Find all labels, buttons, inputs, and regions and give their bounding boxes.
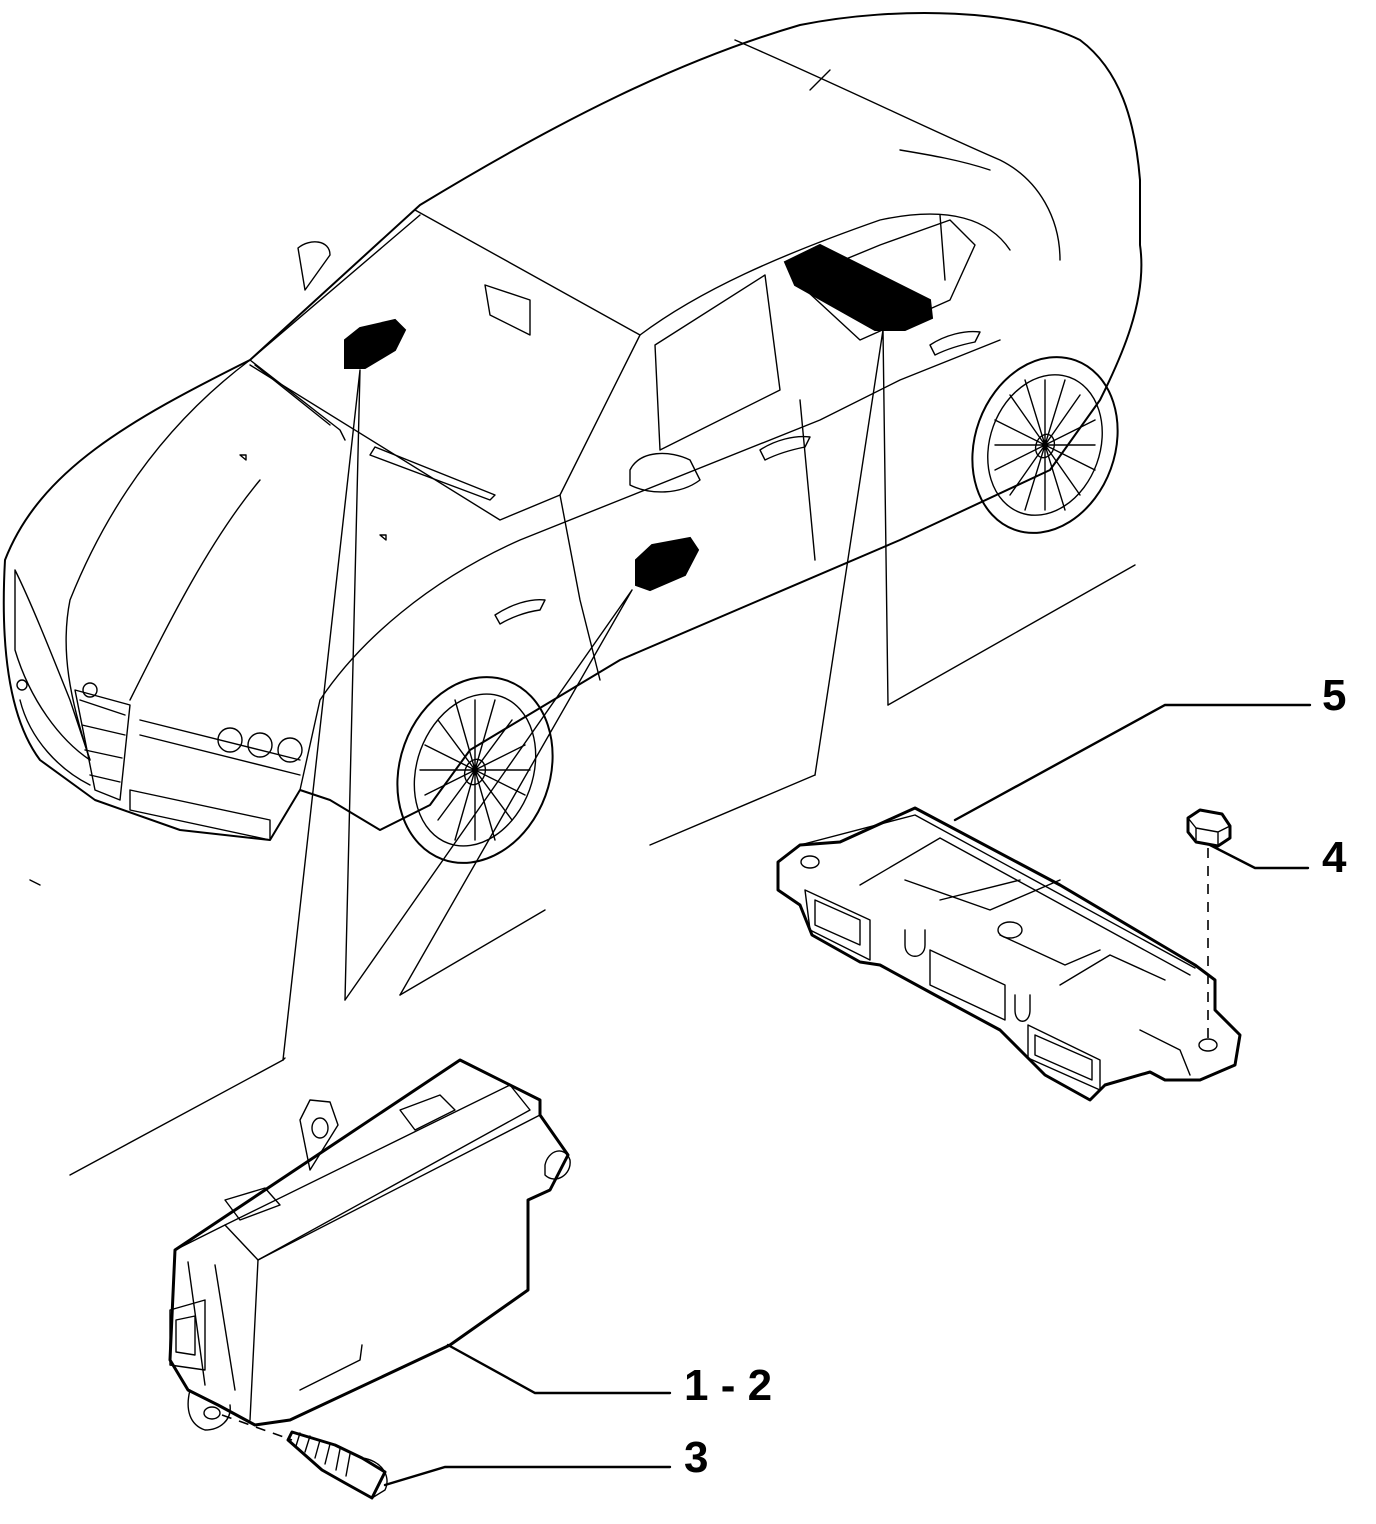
location-marker-roof — [783, 243, 934, 331]
callout-5: 5 — [1322, 671, 1346, 720]
front-wheel-illustration — [396, 676, 554, 864]
location-marker-door — [635, 536, 700, 592]
callout-1-2: 1 - 2 — [684, 1361, 772, 1410]
control-module-1-2 — [168, 1058, 571, 1431]
leader-lines — [383, 703, 1312, 1487]
location-marker-windshield — [344, 318, 407, 369]
screw-3 — [221, 1414, 388, 1500]
control-module-5 — [776, 806, 1242, 1102]
rear-wheel-illustration — [971, 356, 1119, 534]
projection-lines — [29, 329, 1136, 1176]
callout-3: 3 — [684, 1433, 708, 1482]
callout-4: 4 — [1322, 833, 1347, 882]
car-illustration — [2, 12, 1143, 864]
nut-4 — [1186, 808, 1232, 1040]
